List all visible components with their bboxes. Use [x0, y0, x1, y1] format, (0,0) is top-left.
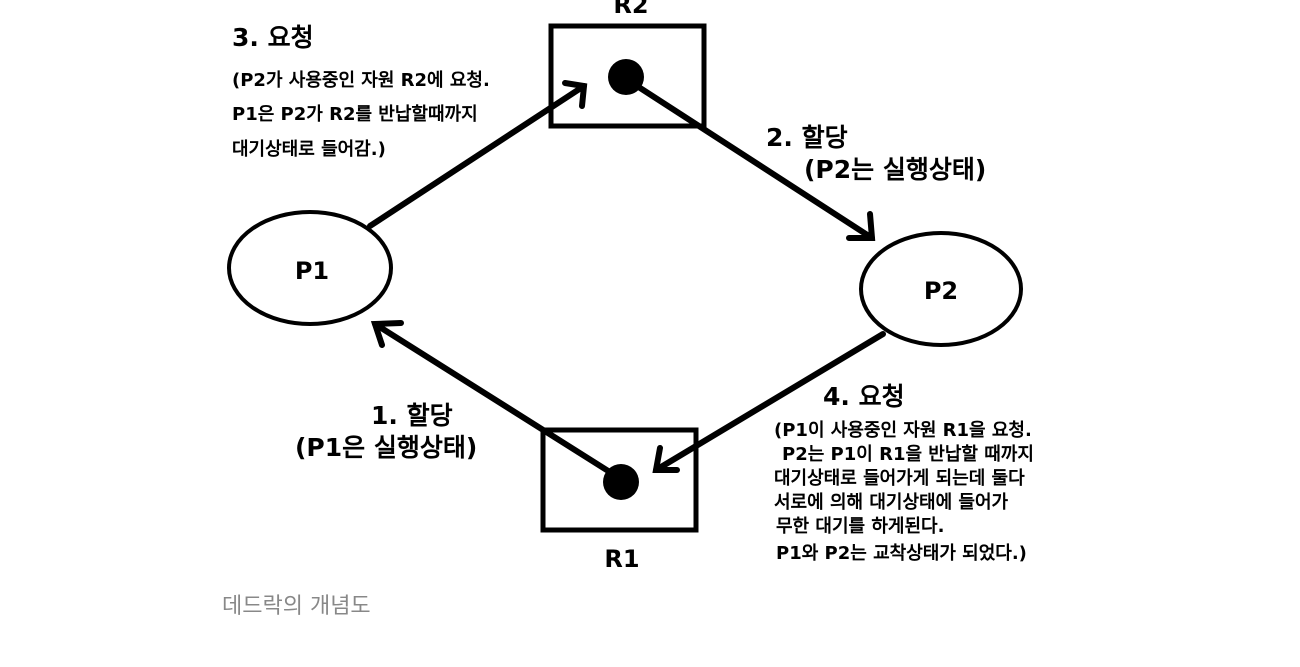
step4-note-line: 대기상태로 들어가게 되는데 둘다	[774, 468, 1025, 489]
step4-title: 4. 요청	[823, 382, 905, 411]
resource-r1-box	[540, 427, 699, 533]
figure-caption: 데드락의 개념도	[222, 594, 371, 619]
arrow-r1-allocate-p1	[370, 320, 616, 477]
arrow-p1-request-r2	[367, 80, 588, 229]
step1-title: 1. 할당	[371, 401, 453, 430]
resource-r2-label: R2	[613, 0, 648, 19]
process-p2-ellipse	[859, 231, 1023, 347]
step3-note-line: P1은 P2가 R2를 반납할때까지	[232, 103, 478, 125]
arrow-r2-allocate-p2	[631, 81, 876, 241]
step3-note-line: 대기상태로 들어감.)	[232, 139, 386, 160]
resource-r1-label: R1	[604, 545, 639, 573]
arrow-p2-request-r1	[652, 331, 886, 473]
step1-note: (P1은 실행상태)	[295, 433, 477, 462]
resource-r2-box	[548, 23, 707, 129]
process-p2-label: P2	[924, 277, 958, 305]
step4-note-line: (P1이 사용중인 자원 R1을 요청.	[774, 420, 1032, 441]
process-p1-label: P1	[295, 257, 329, 285]
step3-note-line: (P2가 사용중인 자원 R2에 요청.	[232, 70, 490, 91]
step4-note-line: 서로에 의해 대기상태에 들어가	[774, 492, 1009, 513]
step3-title: 3. 요청	[232, 23, 314, 52]
step2-title: 2. 할당	[766, 123, 848, 152]
step4-note-line: P1와 P2는 교착상태가 되었다.)	[776, 543, 1027, 564]
process-p1-ellipse	[227, 210, 393, 326]
step4-note-line: P2는 P1이 R1을 반납할 때까지	[782, 443, 1034, 465]
step4-note-line: 무한 대기를 하게된다.	[776, 516, 944, 537]
step2-note: (P2는 실행상태)	[804, 155, 986, 184]
